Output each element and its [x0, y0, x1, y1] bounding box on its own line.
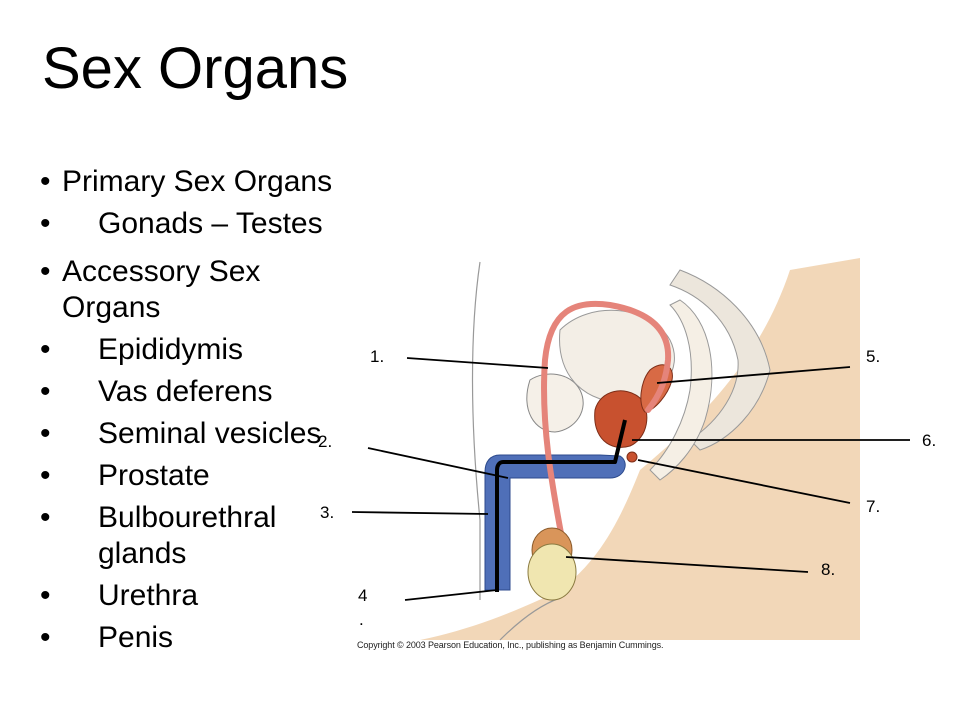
- label-6: 6.: [922, 431, 937, 450]
- anatomy-figure: [300, 258, 960, 658]
- label-8: 8.: [821, 560, 836, 579]
- testis: [527, 543, 577, 601]
- leader-line-7: [637, 459, 851, 504]
- leader-line-8: [565, 556, 809, 573]
- male-reproductive-anatomy-illustration: [351, 258, 910, 641]
- bullet-dot: •: [40, 165, 51, 198]
- bullet-penis: • Penis: [40, 621, 174, 654]
- pubic-bone: [526, 373, 584, 433]
- prostate: [594, 390, 648, 448]
- bullet-accessory-sex-organs: • Accessory Sex Organs: [40, 255, 261, 324]
- bullet-bulbourethral-glands: • Bulbourethral glands: [40, 501, 277, 570]
- bullet-gonads-testes: • Gonads – Testes: [40, 207, 323, 240]
- bulbourethral-gland: [626, 451, 638, 463]
- copyright-notice: Copyright © 2003 Pearson Education, Inc.…: [357, 640, 664, 650]
- bullet-dot: •: [40, 501, 51, 534]
- bullet-vas-deferens: • Vas deferens: [40, 375, 273, 408]
- bullet-dot: •: [40, 255, 51, 288]
- slide-title: Sex Organs: [42, 36, 349, 101]
- bullet-dot: •: [40, 417, 51, 450]
- bullet-list: • Primary Sex Organs • Gonads – Testes •…: [40, 160, 370, 656]
- label-7: 7.: [866, 497, 881, 516]
- bullet-primary-sex-organs: • Primary Sex Organs: [40, 165, 333, 198]
- bullet-seminal-vesicles: • Seminal vesicles: [40, 417, 322, 450]
- label-4-dot: .: [359, 610, 364, 629]
- leader-line-5: [656, 366, 851, 384]
- leader-line-3: [351, 511, 489, 515]
- bullet-urethra: • Urethra: [40, 579, 199, 612]
- bullet-dot: •: [40, 375, 51, 408]
- sacrum: [669, 269, 771, 451]
- leader-line-4: [404, 589, 498, 601]
- bullet-epididymis: • Epididymis: [40, 333, 244, 366]
- bullet-dot: •: [40, 459, 51, 492]
- leader-line-1: [406, 357, 549, 369]
- label-2: 2.: [318, 432, 333, 451]
- bullet-prostate: • Prostate: [40, 459, 210, 492]
- label-4: 4: [358, 586, 368, 605]
- bullet-dot: •: [40, 207, 51, 240]
- urethra: [495, 419, 627, 592]
- rectum: [649, 299, 713, 481]
- label-3: 3.: [320, 503, 335, 522]
- bullet-dot: •: [40, 579, 51, 612]
- label-5: 5.: [866, 347, 881, 366]
- bullet-dot: •: [40, 621, 51, 654]
- bullet-dot: •: [40, 333, 51, 366]
- label-1: 1.: [370, 347, 385, 366]
- body-outline: [471, 261, 481, 600]
- leader-line-2: [367, 447, 509, 479]
